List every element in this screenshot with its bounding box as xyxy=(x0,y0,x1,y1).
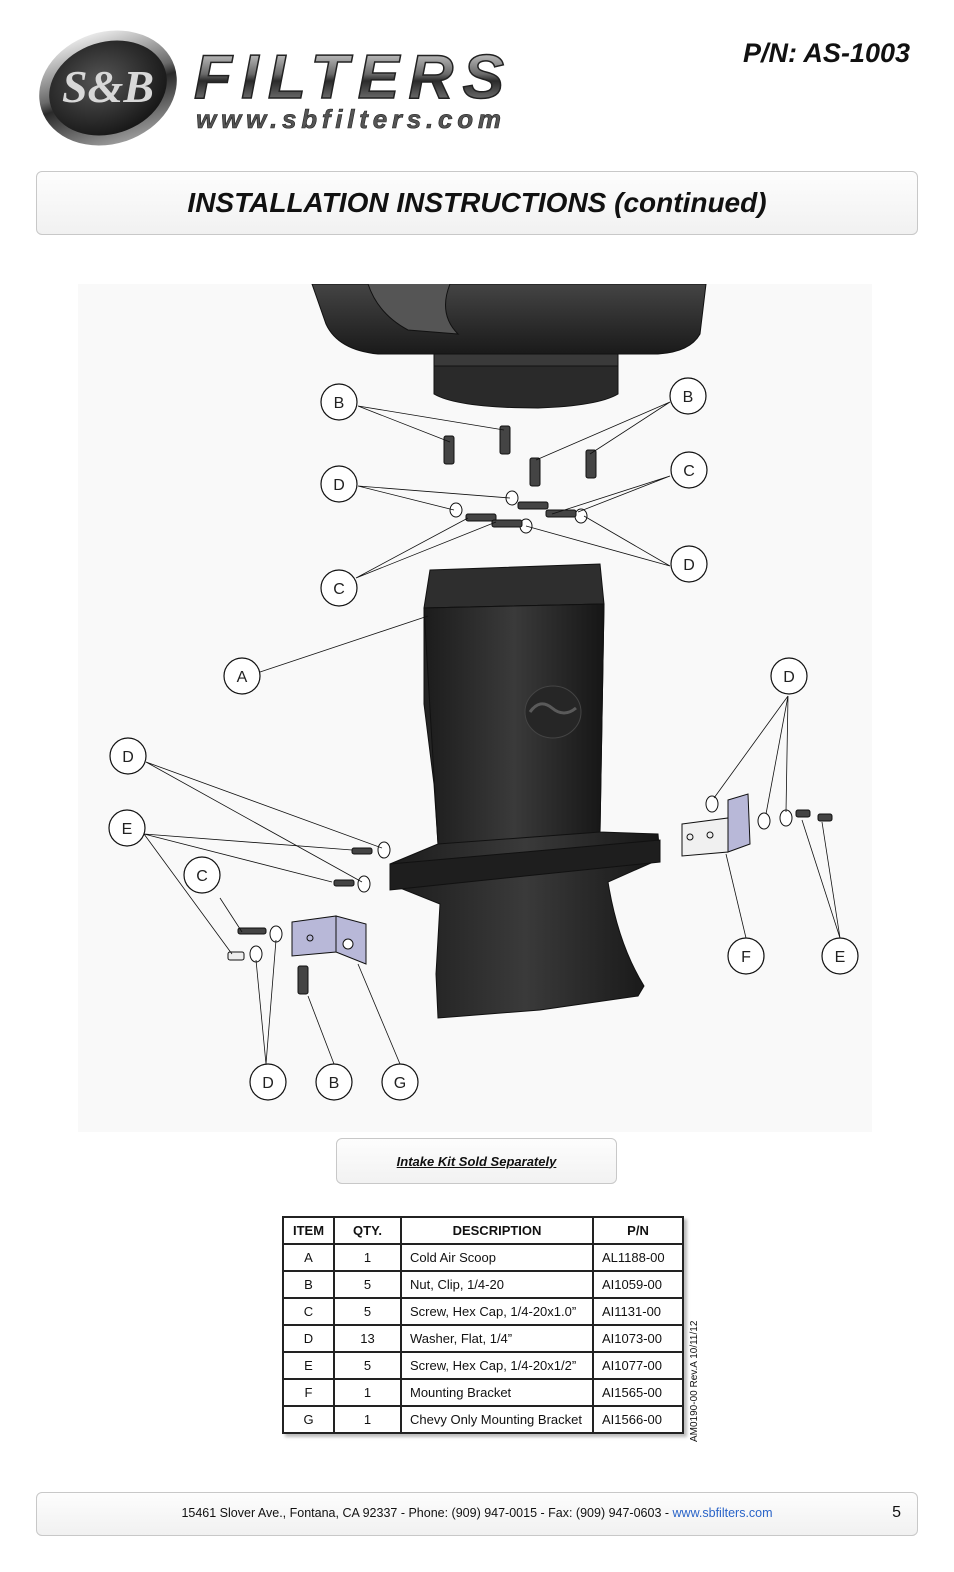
cell-description: Washer, Flat, 1/4” xyxy=(400,1324,594,1353)
cell-qty: 5 xyxy=(333,1351,402,1380)
callout-label: D xyxy=(333,477,345,494)
cell-pn: AL1188-00 xyxy=(592,1243,684,1272)
cell-item: E xyxy=(282,1351,335,1380)
cell-description: Nut, Clip, 1/4-20 xyxy=(400,1270,594,1299)
cell-qty: 1 xyxy=(333,1378,402,1407)
callout-label: B xyxy=(334,395,345,412)
callout-label: B xyxy=(329,1075,340,1092)
callout-label: B xyxy=(683,389,694,406)
table-row: B 5 Nut, Clip, 1/4-20 AI1059-00 xyxy=(282,1270,684,1299)
callout-label: G xyxy=(394,1075,406,1092)
cell-pn: AI1073-00 xyxy=(592,1324,684,1353)
callout-label: C xyxy=(196,868,208,885)
callout-label: D xyxy=(683,557,695,574)
table-row: C 5 Screw, Hex Cap, 1/4-20x1.0” AI1131-0… xyxy=(282,1297,684,1326)
callout-label: A xyxy=(237,669,248,686)
callout-label: E xyxy=(122,821,133,838)
exploded-diagram: B B D C C D A D E C D F E D B G xyxy=(78,284,872,1132)
callout-label: C xyxy=(333,581,345,598)
cell-item: D xyxy=(282,1324,335,1353)
cell-item: B xyxy=(282,1270,335,1299)
parts-table: ITEM QTY. DESCRIPTION P/N A 1 Cold Air S… xyxy=(282,1216,684,1434)
cell-description: Cold Air Scoop xyxy=(400,1243,594,1272)
cell-pn: AI1131-00 xyxy=(592,1297,684,1326)
cell-description: Chevy Only Mounting Bracket xyxy=(400,1405,594,1434)
callouts xyxy=(108,377,859,1101)
callout-label: D xyxy=(122,749,134,766)
footer-website-link[interactable]: www.sbfilters.com xyxy=(672,1506,773,1520)
cell-qty: 1 xyxy=(333,1405,402,1434)
revision-code: AM0190-00 Rev.A 10/11/12 xyxy=(689,1320,700,1442)
cell-pn: AI1565-00 xyxy=(592,1378,684,1407)
footer-address: 15461 Slover Ave., Fontana, CA 92337 - P… xyxy=(181,1506,673,1520)
cell-item: G xyxy=(282,1405,335,1434)
company-logo: S&B FILTERS www.sbfilters.com xyxy=(36,28,516,148)
column-header-description: DESCRIPTION xyxy=(400,1216,594,1245)
logo-url: www.sbfilters.com xyxy=(196,104,501,134)
callout-label: D xyxy=(783,669,795,686)
table-row: D 13 Washer, Flat, 1/4” AI1073-00 xyxy=(282,1324,684,1353)
callout-label: C xyxy=(683,463,695,480)
cell-item: A xyxy=(282,1243,335,1272)
leader-lines xyxy=(143,401,841,1065)
cell-description: Screw, Hex Cap, 1/4-20x1/2” xyxy=(400,1351,594,1380)
part-number: P/N: AS-1003 xyxy=(742,38,910,68)
hardware-parts xyxy=(227,425,833,995)
cell-pn: AI1566-00 xyxy=(592,1405,684,1434)
intake-kit-note: Intake Kit Sold Separately xyxy=(396,1153,557,1169)
cell-item: C xyxy=(282,1297,335,1326)
mounting-bracket-f xyxy=(681,793,751,857)
callout-label: D xyxy=(262,1075,274,1092)
table-row: A 1 Cold Air Scoop AL1188-00 xyxy=(282,1243,684,1272)
cell-pn: AI1077-00 xyxy=(592,1351,684,1380)
table-row: F 1 Mounting Bracket AI1565-00 xyxy=(282,1378,684,1407)
cell-item: F xyxy=(282,1378,335,1407)
table-row: E 5 Screw, Hex Cap, 1/4-20x1/2” AI1077-0… xyxy=(282,1351,684,1380)
cold-air-scoop xyxy=(389,563,661,1019)
note-box: Intake Kit Sold Separately xyxy=(336,1138,617,1184)
logo-wordmark: FILTERS xyxy=(194,43,504,112)
footer: 15461 Slover Ave., Fontana, CA 92337 - P… xyxy=(36,1492,918,1536)
cell-qty: 5 xyxy=(333,1297,402,1326)
page-number: 5 xyxy=(892,1504,901,1521)
column-header-qty: QTY. xyxy=(333,1216,402,1245)
airbox-housing xyxy=(311,284,707,409)
callout-label: E xyxy=(835,949,846,966)
footer-address-line: 15461 Slover Ave., Fontana, CA 92337 - P… xyxy=(37,1506,917,1520)
cell-description: Screw, Hex Cap, 1/4-20x1.0” xyxy=(400,1297,594,1326)
column-header-pn: P/N xyxy=(592,1216,684,1245)
page-title: INSTALLATION INSTRUCTIONS (continued) xyxy=(187,187,767,218)
callout-label: F xyxy=(741,949,751,966)
cell-description: Mounting Bracket xyxy=(400,1378,594,1407)
logo-badge-text: S&B xyxy=(62,61,154,112)
table-header-row: ITEM QTY. DESCRIPTION P/N xyxy=(282,1216,684,1245)
cell-qty: 13 xyxy=(333,1324,402,1353)
title-banner: INSTALLATION INSTRUCTIONS (continued) xyxy=(36,171,918,235)
cell-qty: 1 xyxy=(333,1243,402,1272)
cell-pn: AI1059-00 xyxy=(592,1270,684,1299)
table-row: G 1 Chevy Only Mounting Bracket AI1566-0… xyxy=(282,1405,684,1434)
cell-qty: 5 xyxy=(333,1270,402,1299)
column-header-item: ITEM xyxy=(282,1216,335,1245)
mounting-bracket-g xyxy=(291,915,367,965)
